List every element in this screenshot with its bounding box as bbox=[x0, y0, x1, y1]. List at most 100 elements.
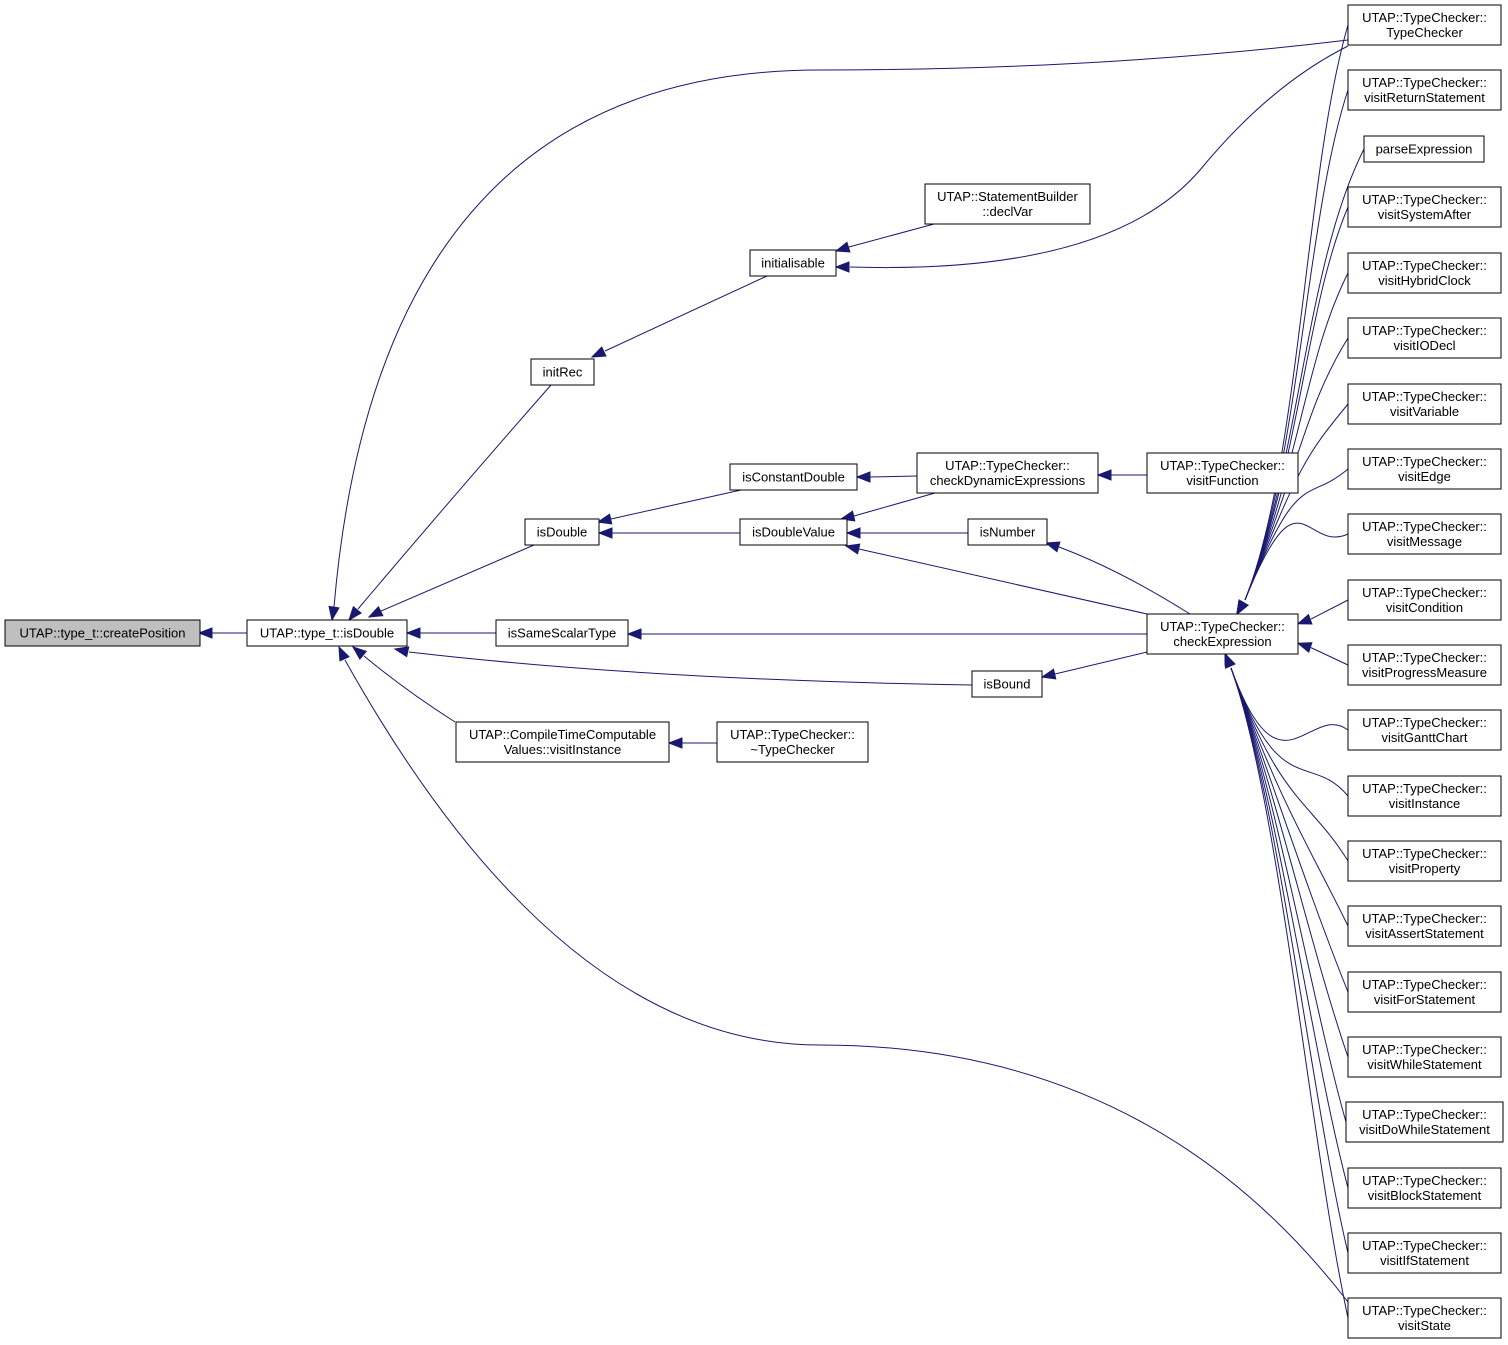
node-ctcvVisitInstance[interactable]: UTAP::CompileTimeComputableValues::visit… bbox=[455, 721, 670, 763]
node-label: visitFunction bbox=[1186, 473, 1258, 488]
node-declVar[interactable]: UTAP::StatementBuilder::declVar bbox=[924, 183, 1091, 225]
node-visitSystemAfter[interactable]: UTAP::TypeChecker::visitSystemAfter bbox=[1347, 186, 1502, 228]
node-label: initRec bbox=[543, 365, 583, 380]
node-isSameScalarType[interactable]: isSameScalarType bbox=[495, 619, 629, 647]
node-visitCondition[interactable]: UTAP::TypeChecker::visitCondition bbox=[1347, 579, 1502, 621]
edge-line bbox=[344, 659, 1349, 1303]
arrow-head-icon bbox=[844, 543, 861, 555]
edge-line bbox=[1244, 148, 1365, 601]
node-label: UTAP::CompileTimeComputable bbox=[469, 727, 656, 742]
arrow-head-icon bbox=[845, 527, 861, 539]
edge-checkExpression-to-isBound bbox=[1040, 651, 1148, 680]
edge-checkExpression-to-isNumber bbox=[1044, 541, 1191, 615]
arrow-head-icon bbox=[1224, 652, 1236, 669]
node-visitAssertStatement[interactable]: UTAP::TypeChecker::visitAssertStatement bbox=[1347, 905, 1502, 947]
node-visitEdge[interactable]: UTAP::TypeChecker::visitEdge bbox=[1347, 448, 1502, 490]
arrow-head-icon bbox=[590, 346, 607, 358]
edge-visitReturnStatement-to-checkExpression bbox=[1236, 89, 1349, 616]
node-isBound[interactable]: isBound bbox=[971, 670, 1043, 698]
node-label: visitProgressMeasure bbox=[1362, 665, 1487, 680]
edge-line bbox=[1244, 272, 1349, 601]
node-visitMessage[interactable]: UTAP::TypeChecker::visitMessage bbox=[1347, 513, 1502, 555]
node-box bbox=[1345, 1101, 1504, 1143]
node-box bbox=[524, 518, 600, 546]
node-label: isDoubleValue bbox=[752, 525, 835, 540]
node-visitInstance[interactable]: UTAP::TypeChecker::visitInstance bbox=[1347, 775, 1502, 817]
edge-visitState-to-checkExpression bbox=[1224, 652, 1349, 1319]
edge-line bbox=[1230, 667, 1349, 1058]
node-box bbox=[1347, 644, 1502, 686]
node-isDouble[interactable]: isDouble bbox=[524, 518, 600, 546]
node-dtorTypeChecker[interactable]: UTAP::TypeChecker::~TypeChecker bbox=[716, 721, 869, 763]
arrow-head-icon bbox=[1296, 642, 1313, 654]
node-label: visitInstance bbox=[1389, 796, 1461, 811]
edge-line bbox=[848, 223, 935, 248]
node-box bbox=[967, 518, 1048, 546]
node-label: UTAP::TypeChecker:: bbox=[1362, 389, 1487, 404]
edge-line bbox=[1054, 651, 1148, 675]
node-box bbox=[1146, 452, 1299, 494]
node-box bbox=[1347, 579, 1502, 621]
edge-checkDynamic-to-isConstantDouble bbox=[855, 471, 918, 483]
edge-line bbox=[1230, 667, 1349, 862]
node-visitWhileStatement[interactable]: UTAP::TypeChecker::visitWhileStatement bbox=[1347, 1036, 1502, 1078]
node-visitIfStatement[interactable]: UTAP::TypeChecker::visitIfStatement bbox=[1347, 1232, 1502, 1274]
node-box bbox=[246, 619, 408, 647]
node-label: checkDynamicExpressions bbox=[930, 473, 1086, 488]
edge-line bbox=[1230, 667, 1349, 927]
node-label: checkExpression bbox=[1173, 634, 1271, 649]
node-checkDynamic[interactable]: UTAP::TypeChecker::checkDynamicExpressio… bbox=[916, 452, 1099, 494]
edge-visitFunction-to-checkDynamic bbox=[1096, 469, 1147, 481]
node-visitIODecl[interactable]: UTAP::TypeChecker::visitIODecl bbox=[1347, 317, 1502, 359]
node-visitForStatement[interactable]: UTAP::TypeChecker::visitForStatement bbox=[1347, 971, 1502, 1013]
node-visitGanttChart[interactable]: UTAP::TypeChecker::visitGanttChart bbox=[1347, 709, 1502, 751]
node-box bbox=[1347, 709, 1502, 751]
node-isNumber[interactable]: isNumber bbox=[967, 518, 1048, 546]
node-box bbox=[4, 619, 201, 647]
node-label: UTAP::TypeChecker:: bbox=[1362, 1042, 1487, 1057]
node-initialisable[interactable]: initialisable bbox=[749, 249, 837, 277]
node-ctorTypeChecker[interactable]: UTAP::TypeChecker::TypeChecker bbox=[1347, 4, 1502, 46]
node-label: UTAP::TypeChecker:: bbox=[1362, 1107, 1487, 1122]
arrow-head-icon bbox=[405, 627, 421, 639]
node-isDoubleMain[interactable]: UTAP::type_t::isDouble bbox=[246, 619, 408, 647]
node-visitProperty[interactable]: UTAP::TypeChecker::visitProperty bbox=[1347, 840, 1502, 882]
node-label: UTAP::type_t::createPosition bbox=[20, 626, 186, 641]
node-visitVariable[interactable]: UTAP::TypeChecker::visitVariable bbox=[1347, 383, 1502, 425]
node-isDoubleValue[interactable]: isDoubleValue bbox=[739, 518, 848, 546]
arrow-head-icon bbox=[1236, 599, 1249, 616]
node-visitDoWhileStatement[interactable]: UTAP::TypeChecker::visitDoWhileStatement bbox=[1345, 1101, 1504, 1143]
node-box bbox=[1347, 905, 1502, 947]
node-box bbox=[1347, 1167, 1502, 1209]
edge-parseExpression-to-checkExpression bbox=[1236, 148, 1365, 616]
node-createPosition[interactable]: UTAP::type_t::createPosition bbox=[4, 619, 201, 647]
node-label: visitCondition bbox=[1386, 600, 1463, 615]
edge-line bbox=[1230, 667, 1349, 1189]
node-visitFunction[interactable]: UTAP::TypeChecker::visitFunction bbox=[1146, 452, 1299, 494]
arrow-head-icon bbox=[197, 627, 213, 639]
node-label: UTAP::TypeChecker:: bbox=[1362, 10, 1487, 25]
edge-isDouble-to-isDoubleMain bbox=[367, 544, 535, 618]
node-checkExpression[interactable]: UTAP::TypeChecker::checkExpression bbox=[1146, 613, 1299, 655]
edge-isNumber-to-isDoubleValue bbox=[845, 527, 968, 539]
node-box bbox=[1347, 1232, 1502, 1274]
node-initRec[interactable]: initRec bbox=[530, 358, 595, 386]
node-visitState[interactable]: UTAP::TypeChecker::visitState bbox=[1347, 1297, 1502, 1339]
edge-isDoubleMain-to-createPosition bbox=[197, 627, 247, 639]
edge-line bbox=[1230, 667, 1349, 1254]
node-box bbox=[729, 463, 858, 491]
edge-visitSystemAfter-to-checkExpression bbox=[1236, 206, 1349, 616]
node-label: ~TypeChecker bbox=[750, 742, 835, 757]
node-visitHybridClock[interactable]: UTAP::TypeChecker::visitHybridClock bbox=[1347, 252, 1502, 294]
edge-visitAssertStatement-to-checkExpression bbox=[1224, 652, 1349, 927]
node-label: isNumber bbox=[980, 525, 1036, 540]
arrow-head-icon bbox=[338, 645, 350, 662]
edge-visitDoWhileStatement-to-checkExpression bbox=[1224, 652, 1347, 1123]
node-isConstantDouble[interactable]: isConstantDouble bbox=[729, 463, 858, 491]
arrow-head-icon bbox=[348, 605, 362, 622]
node-label: TypeChecker bbox=[1386, 25, 1463, 40]
node-visitBlockStatement[interactable]: UTAP::TypeChecker::visitBlockStatement bbox=[1347, 1167, 1502, 1209]
node-visitProgressMeasure[interactable]: UTAP::TypeChecker::visitProgressMeasure bbox=[1347, 644, 1502, 686]
node-visitReturnStatement[interactable]: UTAP::TypeChecker::visitReturnStatement bbox=[1347, 69, 1502, 111]
node-parseExpression[interactable]: parseExpression bbox=[1363, 135, 1485, 163]
